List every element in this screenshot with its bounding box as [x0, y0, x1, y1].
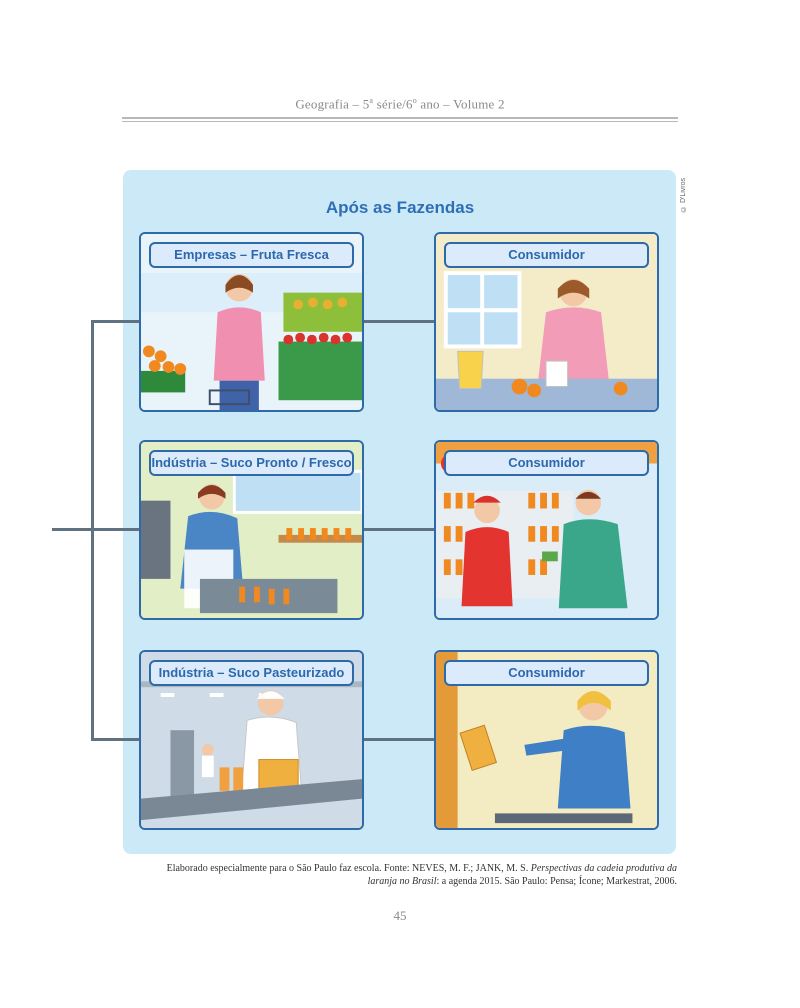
illustration-juice-factory	[141, 442, 362, 618]
card-label: Empresas – Fruta Fresca	[149, 242, 354, 268]
card-consumidor-3: Consumidor	[434, 650, 659, 830]
card-industria-suco-pasteurizado: Indústria – Suco Pasteurizado	[139, 650, 364, 830]
diagram-title: Após as Fazendas	[325, 198, 475, 217]
connector-branch-1	[91, 320, 141, 323]
card-label: Indústria – Suco Pronto / Fresco	[149, 450, 354, 476]
header-rule-thin	[122, 121, 678, 122]
connector-branch-3	[91, 738, 141, 741]
card-empresas-fruta-fresca: Empresas – Fruta Fresca	[139, 232, 364, 412]
connector-main-left	[52, 528, 94, 531]
connector-row-1	[364, 320, 436, 323]
page-number: 45	[393, 908, 407, 923]
running-header: Geografia – 5a série/6o ano – Volume 2	[295, 96, 505, 112]
source-citation: Elaborado especialmente para o São Paulo…	[166, 863, 677, 887]
card-label: Indústria – Suco Pasteurizado	[149, 660, 354, 686]
card-label: Consumidor	[444, 242, 649, 268]
card-consumidor-1: Consumidor	[434, 232, 659, 412]
connector-branch-2	[91, 528, 141, 531]
card-consumidor-2: Consumidor	[434, 440, 659, 620]
header-rule	[122, 117, 678, 119]
card-label: Consumidor	[444, 450, 649, 476]
card-label: Consumidor	[444, 660, 649, 686]
connector-row-3	[364, 738, 436, 741]
connector-row-2	[364, 528, 436, 531]
card-industria-suco-pronto: Indústria – Suco Pronto / Fresco	[139, 440, 364, 620]
